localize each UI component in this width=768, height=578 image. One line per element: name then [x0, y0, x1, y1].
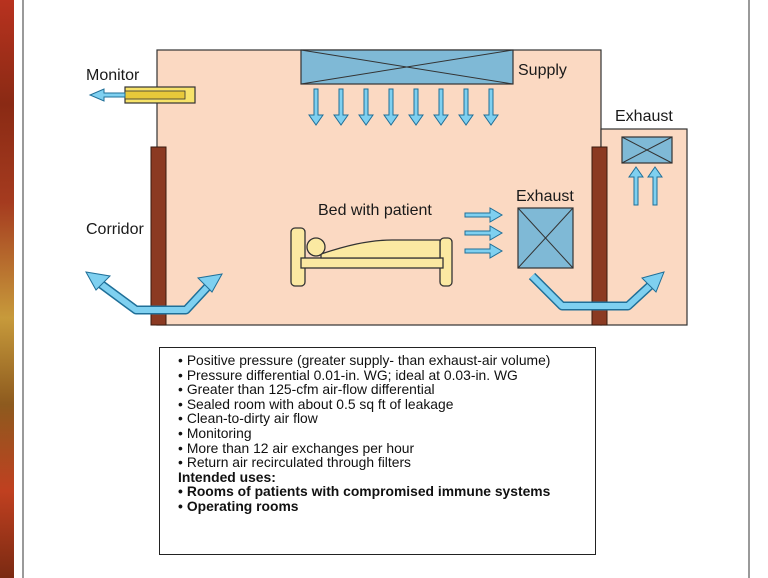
note-item: Positive pressure (greater supply- than …: [178, 353, 583, 368]
exhaust-wall: [591, 146, 608, 326]
exhaust-grille: [517, 207, 574, 269]
corridor-arrowhead-left: [85, 271, 112, 291]
supply-arrow: [358, 88, 374, 126]
supply-arrow: [308, 88, 324, 126]
supply-arrow: [433, 88, 449, 126]
decorative-left-strip: [0, 0, 14, 578]
corridor-airflow: [95, 278, 216, 315]
note-item: More than 12 air exchanges per hour: [178, 440, 583, 456]
supply-arrow: [483, 88, 499, 126]
exhaust-outer-label: Exhaust: [615, 108, 673, 125]
supply-diffuser: [300, 49, 514, 85]
intended-uses-title: Intended uses:: [178, 468, 276, 485]
note-item: Sealed room with about 0.5 sq ft of leak…: [178, 397, 583, 412]
exhaust-duct: [621, 136, 673, 164]
note-item: Clean-to-dirty air flow: [178, 411, 583, 426]
monitor-arrow: [88, 88, 126, 102]
supply-airflow-arrows: [308, 88, 499, 126]
corridor-arrowhead-right: [196, 273, 223, 293]
exhaust-airflow: [528, 272, 658, 311]
room-area: [156, 49, 602, 326]
note-item: Return air recirculated through filters: [178, 455, 583, 470]
intended-use-item: Operating rooms: [178, 499, 583, 514]
exhaust-arrowhead: [641, 271, 665, 293]
intended-use-item: Rooms of patients with compromised immun…: [178, 484, 583, 499]
bed-label: Bed with patient: [318, 202, 432, 219]
exhaust-up-arrows: [628, 166, 663, 206]
bed-to-exhaust-arrows: [464, 207, 503, 259]
supply-arrow: [383, 88, 399, 126]
supply-label: Supply: [518, 62, 567, 79]
note-item: Greater than 125-cfm air-flow differenti…: [178, 382, 583, 397]
supply-arrow: [458, 88, 474, 126]
monitor-sensor: [88, 86, 196, 104]
note-item: Pressure differential 0.01-in. WG; ideal…: [178, 367, 583, 383]
corridor-label: Corridor: [86, 221, 144, 238]
exhaust-inner-label: Exhaust: [516, 188, 574, 205]
bed-with-patient: [290, 227, 453, 287]
notes-list: Positive pressure (greater supply- than …: [178, 353, 587, 514]
supply-arrow: [408, 88, 424, 126]
note-item: Monitoring: [178, 426, 583, 441]
corridor-wall: [150, 146, 167, 326]
supply-arrow: [333, 88, 349, 126]
notes-box: Positive pressure (greater supply- than …: [159, 347, 596, 555]
monitor-label: Monitor: [86, 67, 140, 84]
